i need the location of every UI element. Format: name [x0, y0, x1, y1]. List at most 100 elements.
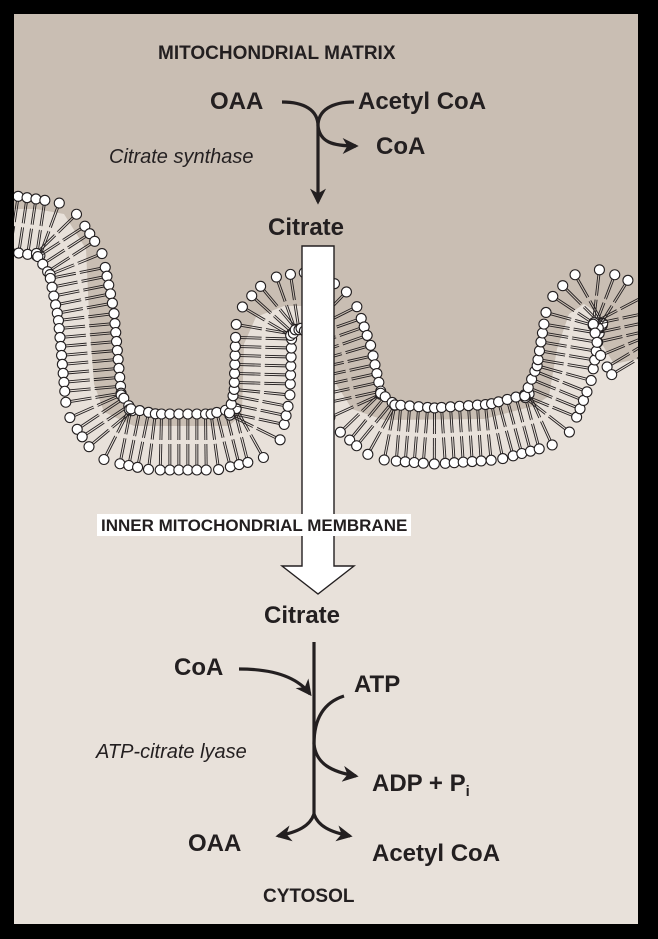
lipid-tail [336, 320, 357, 329]
lipid-tail [93, 430, 110, 445]
lipid-tail [89, 324, 111, 328]
lipid-head [230, 318, 242, 331]
lipid-head [134, 405, 146, 417]
lipid-head [71, 423, 83, 435]
lipid-tail [84, 293, 106, 299]
lipid-tail [604, 344, 625, 354]
lipid-tail [605, 346, 626, 355]
lipid-tail [549, 414, 567, 429]
lipid-tail [48, 207, 58, 228]
lipid-tail [128, 439, 134, 461]
lipid-tail [345, 347, 367, 354]
lipid-tail [541, 367, 563, 374]
lipid-tail [567, 365, 589, 370]
lipid-tail [70, 398, 92, 403]
lipid-tail [246, 308, 266, 320]
lipid-tail [80, 413, 99, 427]
lipid-tail [95, 392, 117, 397]
lipid-tail [147, 443, 152, 465]
lipid-tail [233, 439, 240, 460]
lipid-tail [258, 419, 280, 425]
cytosol-citrate-label: Citrate [264, 602, 341, 629]
lipid-tail [258, 417, 280, 423]
lipid-tail [91, 349, 113, 353]
lipid-head [236, 301, 248, 313]
lipid-tail [484, 409, 488, 431]
lipid-tail [509, 403, 516, 425]
lipid-tail [142, 416, 148, 438]
lipid-tail [245, 309, 265, 322]
lipid-head [417, 457, 429, 469]
lipid-tail [592, 299, 596, 321]
diagram-frame: MITOCHONDRIAL MATRIX OAA Acetyl CoA CoA … [14, 14, 638, 924]
lipid-head [280, 410, 292, 422]
lipid-tail [119, 437, 125, 459]
lipid-tail [14, 226, 16, 234]
lipid-tail [88, 322, 110, 326]
lipid-tail [625, 331, 638, 336]
lipid-tail [41, 241, 60, 254]
lipid-tail [627, 338, 638, 344]
lipid-head [361, 329, 373, 341]
lipid-tail [550, 312, 572, 319]
lipid-tail [547, 332, 569, 337]
lipid-head [46, 281, 58, 293]
lipid-head [606, 369, 618, 381]
lipid-tail [531, 423, 538, 445]
lipid-tail [67, 362, 89, 366]
lipid-tail [28, 228, 33, 250]
lipid-tail [65, 342, 87, 346]
lipid-tail [360, 395, 377, 411]
lipid-tail [264, 390, 286, 394]
acetyl-coa-feed-curve [316, 100, 355, 127]
lipid-tail [267, 322, 287, 335]
lipid-tail [285, 305, 294, 326]
lipid-tail [144, 417, 150, 439]
matrix-acetyl-coa-label: Acetyl CoA [358, 88, 487, 115]
lipid-tail [81, 277, 103, 283]
lipid-head [408, 456, 420, 469]
lipid-tail [404, 435, 407, 457]
lipid-tail [238, 395, 259, 401]
lipid-head [540, 306, 552, 319]
lipid-tail [69, 387, 91, 391]
lipid-tail [349, 366, 371, 372]
lipid-tail [149, 443, 154, 465]
lipid-head [334, 426, 346, 438]
lipid-tail [85, 421, 104, 434]
lipid-tail [68, 236, 87, 250]
lipid-tail [235, 412, 242, 434]
lipid-tail [20, 227, 25, 249]
lipid-tail [54, 265, 75, 275]
lipid-head [99, 261, 111, 273]
lipid-tail [239, 374, 261, 376]
lipid-tail [68, 378, 90, 382]
lipid-tail [524, 399, 531, 421]
lipid-tail [240, 437, 247, 458]
lipid-tail [58, 218, 74, 234]
lipid-tail [599, 326, 621, 332]
citrate-synthase-label: Citrate synthase [109, 146, 254, 168]
lipid-tail [81, 415, 100, 428]
lipid-tail [544, 352, 566, 357]
lipid-tail [40, 230, 49, 251]
lipid-tail [287, 304, 295, 325]
lipid-tail [598, 319, 619, 325]
lipid-tail [422, 437, 425, 459]
lipid-tail [21, 202, 26, 224]
lipid-tail [242, 436, 249, 458]
lipid-tail [547, 416, 566, 431]
lipid-tail [333, 309, 354, 320]
lipid-tail [344, 414, 361, 430]
lipid-head [118, 392, 130, 404]
lipid-tail [139, 441, 145, 463]
lipid-tail [58, 291, 80, 297]
lipid-tail [552, 405, 573, 415]
lipid-tail [351, 375, 373, 381]
lipid-tail [240, 356, 262, 358]
lipid-tail [479, 434, 483, 456]
lipid-tail [293, 304, 298, 325]
cytosol-oaa-label: OAA [188, 830, 242, 857]
lipid-tail [63, 317, 85, 322]
lipid-tail [240, 338, 262, 340]
